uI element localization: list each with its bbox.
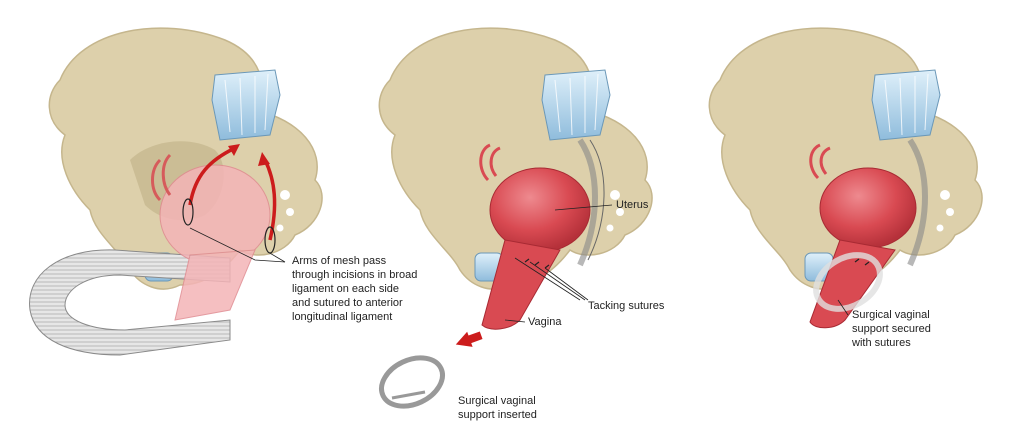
mesh-strap (907, 138, 928, 267)
support-secured-label: Surgical vaginal support secured with su… (851, 309, 934, 349)
insertion-arrow (455, 331, 483, 347)
panel-1: Arms of mesh pass through incisions in b… (29, 27, 420, 356)
tacking-suture-marks (524, 258, 550, 269)
panel-2-leaders (504, 204, 613, 323)
sacral-vertebra (541, 69, 611, 141)
uterus (479, 143, 591, 330)
sacral-vertebra (871, 69, 941, 141)
mesh-implant (29, 249, 231, 356)
vaginal-support-in-situ (813, 252, 883, 312)
support-secured-leader (837, 299, 849, 316)
panel-3: Surgical vaginal support secured with su… (708, 27, 983, 349)
mesh-strap (577, 138, 605, 267)
sacral-vertebra (211, 69, 281, 141)
mesh-arms-leader (189, 227, 286, 263)
suture-marks (854, 258, 870, 266)
support-inserted-label: Surgical vaginal support inserted (458, 395, 539, 421)
panel-2: Uterus Tacking sutures Vagina Surgical v… (378, 27, 665, 421)
uterus-label: Uterus (616, 199, 649, 211)
vaginal-support-device (379, 355, 445, 409)
tacking-sutures-label: Tacking sutures (588, 300, 665, 312)
vagina-label: Vagina (528, 316, 562, 328)
uterus-translucent (151, 153, 271, 321)
mesh-arms-label: Arms of mesh pass through incisions in b… (292, 255, 420, 323)
